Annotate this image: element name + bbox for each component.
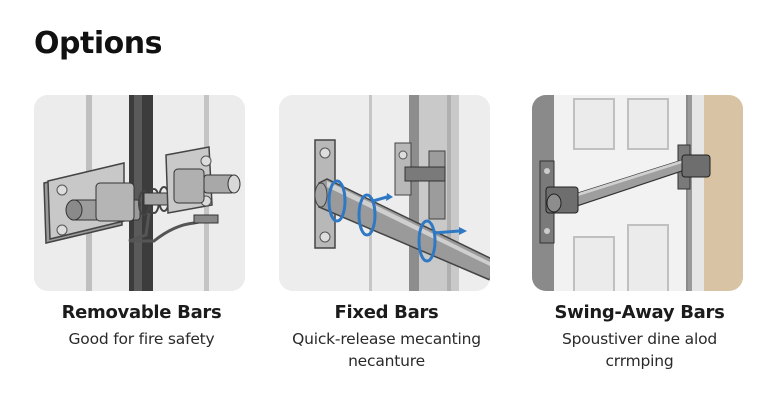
swing-away-bar-illustration — [532, 95, 743, 291]
page-title: Options — [34, 26, 162, 61]
removable-bar-illustration — [34, 95, 245, 291]
option-card-swing-away-bars[interactable]: Swing-Away Bars Spoustiver dine alod crr… — [532, 95, 747, 372]
option-card-removable-bars[interactable]: Removable Bars Good for fire safety — [34, 95, 249, 350]
door-bar-icon — [532, 95, 743, 291]
card-title: Removable Bars — [61, 302, 222, 323]
fixed-bar-rotation-icon — [279, 95, 490, 291]
fixed-bar-illustration — [279, 95, 490, 291]
card-description: Quick-release mecanting necanture — [292, 330, 481, 370]
card-title: Swing-Away Bars — [554, 302, 725, 323]
card-title: Fixed Bars — [334, 302, 439, 323]
option-card-fixed-bars[interactable]: Fixed Bars Quick-release mecanting necan… — [279, 95, 494, 372]
latch-bolt-icon — [34, 95, 245, 291]
card-description: Good for fire safety — [68, 330, 215, 348]
card-description: Spoustiver dine alod crrmping — [561, 330, 717, 370]
